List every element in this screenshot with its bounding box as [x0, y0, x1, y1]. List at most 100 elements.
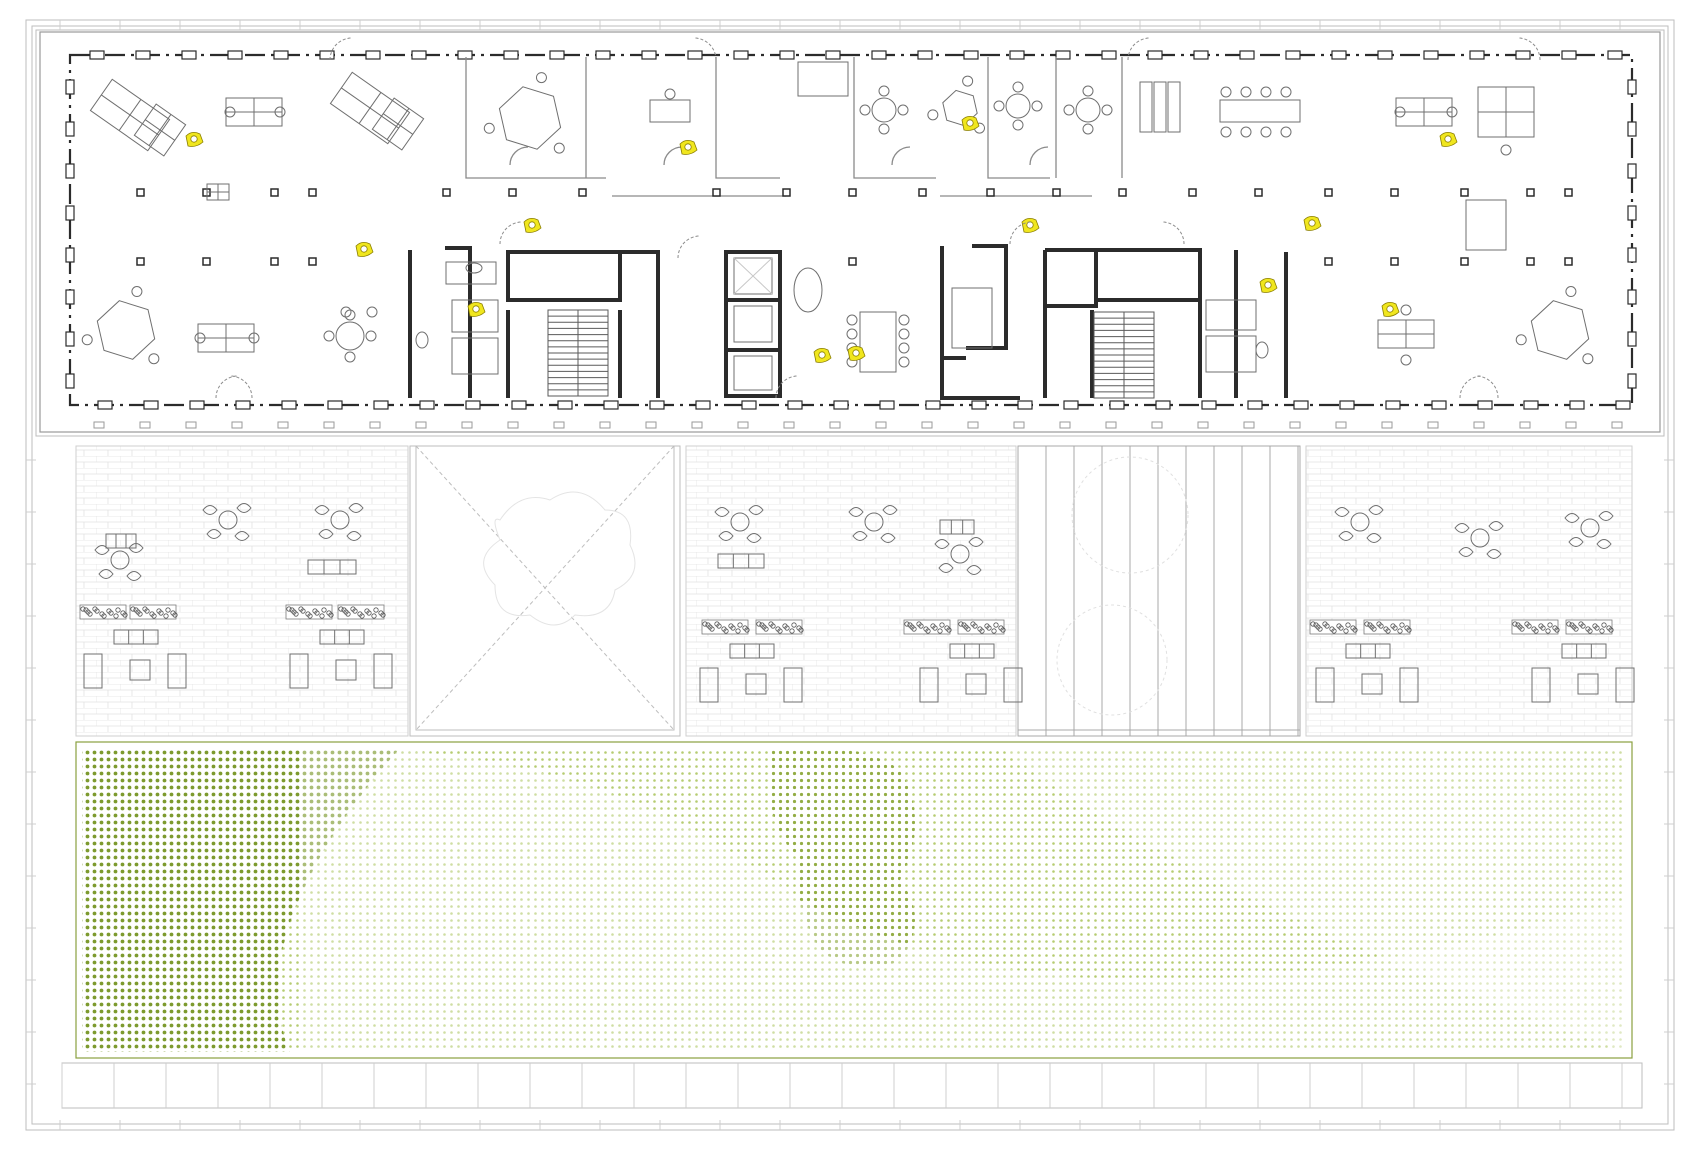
chair	[878, 85, 890, 97]
hex-table	[498, 86, 562, 150]
terrace-table	[730, 512, 750, 532]
mullion	[1247, 400, 1263, 410]
desk	[1477, 86, 1535, 138]
chair	[365, 330, 377, 342]
person	[1303, 216, 1322, 231]
side-table	[335, 659, 357, 681]
conference-table	[1219, 99, 1301, 123]
chair	[535, 72, 547, 84]
mullion	[1239, 50, 1255, 60]
locker	[1153, 81, 1167, 133]
people-highlight	[185, 116, 1458, 363]
mullion	[599, 421, 611, 429]
terrace-table	[218, 510, 238, 530]
column	[1390, 257, 1399, 266]
mullion	[649, 400, 665, 410]
mullion	[1627, 247, 1637, 263]
column	[308, 257, 317, 266]
mullion	[65, 79, 75, 95]
terrace-chair	[128, 543, 144, 553]
lounge-chair	[793, 267, 823, 313]
person	[1439, 132, 1458, 147]
mullion	[1473, 421, 1485, 429]
chair	[1240, 86, 1252, 98]
mullion	[1243, 421, 1255, 429]
mullion	[1193, 50, 1209, 60]
mullion	[65, 289, 75, 305]
terrace-chair	[1488, 521, 1504, 531]
door-swing	[1475, 375, 1499, 399]
desk	[329, 71, 411, 145]
column	[136, 257, 145, 266]
chair	[224, 106, 236, 118]
timber-deck	[1017, 445, 1301, 737]
column	[1052, 188, 1061, 197]
side-table	[745, 673, 767, 695]
mullion	[503, 50, 519, 60]
chair	[1031, 100, 1043, 112]
person	[1021, 218, 1040, 233]
mullion	[1105, 421, 1117, 429]
mullion	[695, 400, 711, 410]
column	[1324, 257, 1333, 266]
desk	[206, 183, 230, 201]
planter	[285, 604, 334, 620]
terrace-chair	[748, 505, 764, 515]
mullion	[235, 400, 251, 410]
mullion	[1385, 400, 1401, 410]
mullion	[829, 421, 841, 429]
armchair	[167, 653, 187, 689]
bench	[105, 533, 137, 549]
mullion	[783, 421, 795, 429]
column	[986, 188, 995, 197]
terrace-chair	[1568, 537, 1584, 547]
hex-table	[1530, 300, 1590, 360]
armchair	[289, 653, 309, 689]
door-swing	[693, 37, 717, 61]
planter	[755, 619, 804, 635]
round-table	[335, 321, 365, 351]
green-roof-lawn	[75, 741, 1633, 1059]
mullion	[1285, 50, 1301, 60]
column	[1564, 257, 1573, 266]
terrace-band	[75, 445, 1635, 737]
mullion	[1151, 421, 1163, 429]
person	[679, 140, 698, 155]
chair	[1446, 106, 1458, 118]
toilets	[415, 261, 1269, 375]
facade-outer-line	[39, 31, 1661, 433]
mullion	[557, 400, 573, 410]
terrace-chair	[714, 507, 730, 517]
chair	[1582, 353, 1594, 365]
column	[1460, 188, 1469, 197]
chair	[1240, 126, 1252, 138]
column	[1460, 257, 1469, 266]
terrace-chair	[94, 545, 110, 555]
chair	[1280, 86, 1292, 98]
mullion	[1197, 421, 1209, 429]
column	[1526, 188, 1535, 197]
chair	[927, 109, 939, 121]
locker	[1167, 81, 1181, 133]
door-swing	[329, 37, 353, 61]
armchair	[1399, 667, 1419, 703]
mullion	[231, 421, 243, 429]
mullion	[1519, 421, 1531, 429]
chair	[1012, 81, 1024, 93]
door-swing	[1459, 375, 1483, 399]
mullion	[273, 50, 289, 60]
mullion	[733, 50, 749, 60]
mullion	[917, 50, 933, 60]
mullion	[181, 50, 197, 60]
chair	[1565, 286, 1577, 298]
desk	[197, 323, 255, 353]
mullion	[97, 400, 113, 410]
door-swings	[215, 37, 1541, 399]
terrace-chair	[1454, 523, 1470, 533]
column	[442, 188, 451, 197]
column	[1118, 188, 1127, 197]
person	[467, 302, 486, 317]
terrace-chair	[1486, 549, 1502, 559]
terrace-table	[950, 544, 970, 564]
mullion	[139, 421, 151, 429]
